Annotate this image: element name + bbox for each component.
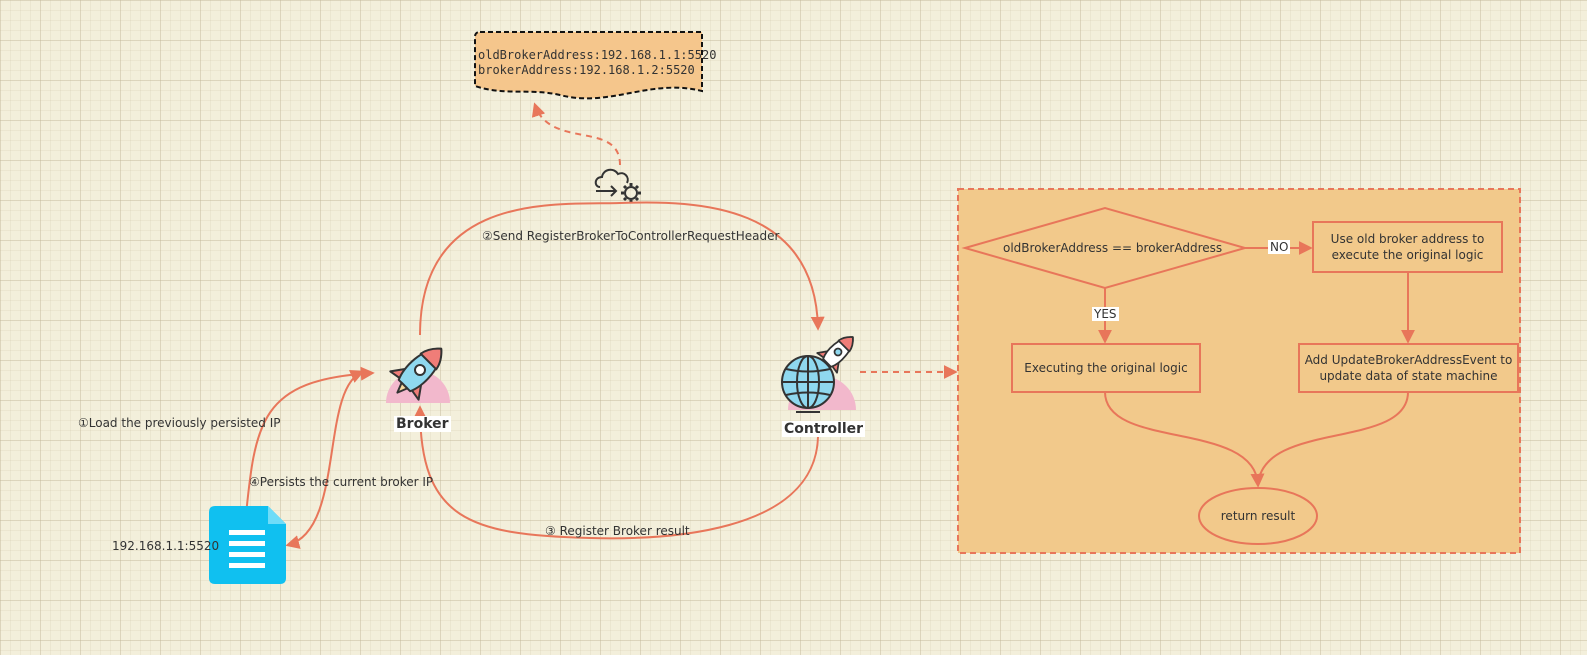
executing-text: Executing the original logic xyxy=(1024,361,1188,375)
edge-register-result xyxy=(413,405,819,540)
decision-text: oldBrokerAddress == brokerAddress xyxy=(1003,241,1223,255)
note-text: oldBrokerAddress:192.168.1.1:5520 broker… xyxy=(478,48,716,78)
executing-box[interactable] xyxy=(1011,343,1201,393)
step2-label: ②Send RegisterBrokerToControllerRequestH… xyxy=(482,229,780,243)
return-ellipse[interactable] xyxy=(1198,487,1318,545)
use-old-address-text: Use old broker address to execute the or… xyxy=(1313,231,1502,263)
note-new-address: brokerAddress:192.168.1.2:5520 xyxy=(478,63,695,77)
edge-exec-return xyxy=(1104,391,1265,488)
edge-load-ip xyxy=(244,366,375,526)
return-text: return result xyxy=(1220,509,1296,523)
add-event-line2: update data of state machine xyxy=(1319,369,1498,383)
step1-label: ①Load the previously persisted IP xyxy=(78,416,281,430)
use-old-line1: Use old broker address to xyxy=(1330,232,1485,246)
edge-persist-ip xyxy=(285,370,365,549)
use-old-address-box[interactable] xyxy=(1312,221,1503,273)
cloud-gear-icon xyxy=(594,168,641,203)
controller-label: Controller xyxy=(782,421,866,437)
add-event-box[interactable] xyxy=(1298,343,1519,393)
edge-to-note xyxy=(531,102,621,166)
add-event-line1: Add UpdateBrokerAddressEvent to xyxy=(1304,353,1513,367)
step4-label: ④Persists the current broker IP xyxy=(249,475,434,489)
broker-label: Broker xyxy=(394,416,451,432)
document-icon[interactable] xyxy=(209,506,286,584)
step3-label: ③ Register Broker result xyxy=(545,524,690,538)
edge-add-return xyxy=(1257,391,1409,486)
add-event-text: Add UpdateBrokerAddressEvent to update d… xyxy=(1299,352,1518,384)
use-old-line2: execute the original logic xyxy=(1331,248,1484,262)
no-label: NO xyxy=(1268,240,1291,254)
file-ip-label: 192.168.1.1:5520 xyxy=(112,539,220,553)
address-note-shape[interactable] xyxy=(474,31,703,100)
globe-rocket-icon[interactable] xyxy=(781,327,863,413)
yes-label: YES xyxy=(1092,307,1119,321)
edge-send-register xyxy=(419,201,825,336)
rocket-icon[interactable] xyxy=(383,335,455,407)
note-old-address: oldBrokerAddress:192.168.1.1:5520 xyxy=(478,48,717,62)
